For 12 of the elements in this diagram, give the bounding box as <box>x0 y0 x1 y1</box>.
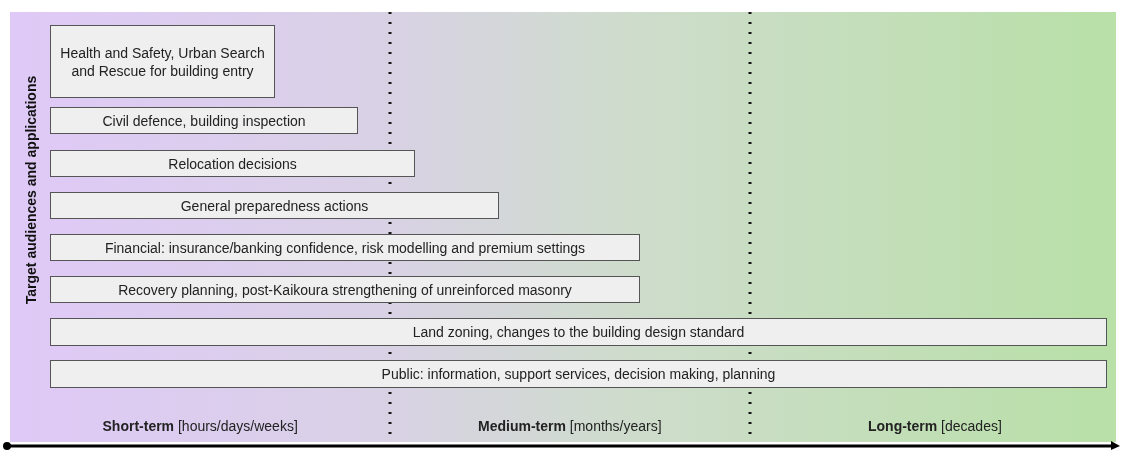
period-label: Medium-term [months/years] <box>478 418 662 434</box>
timeline-bar: General preparedness actions <box>50 192 499 219</box>
timeline-bar: Financial: insurance/banking confidence, risk modelling and premium settings <box>50 234 640 261</box>
timeline-bar: Health and Safety, Urban Search and Rescue for building entry <box>50 25 275 98</box>
timeline-bar: Public: information, support services, decision making, planning <box>50 360 1107 388</box>
period-label: Short-term [hours/days/weeks] <box>102 418 298 434</box>
timeline-bar: Civil defence, building inspection <box>50 107 358 134</box>
timeline-bar: Land zoning, changes to the building design standard <box>50 318 1107 346</box>
timeline-bar: Recovery planning, post-Kaikoura strengthening of unreinforced masonry <box>50 276 640 303</box>
timeline-bar: Relocation decisions <box>50 150 415 177</box>
period-label: Long-term [decades] <box>868 418 1002 434</box>
axis-title: Target audiences and applications <box>23 75 40 305</box>
